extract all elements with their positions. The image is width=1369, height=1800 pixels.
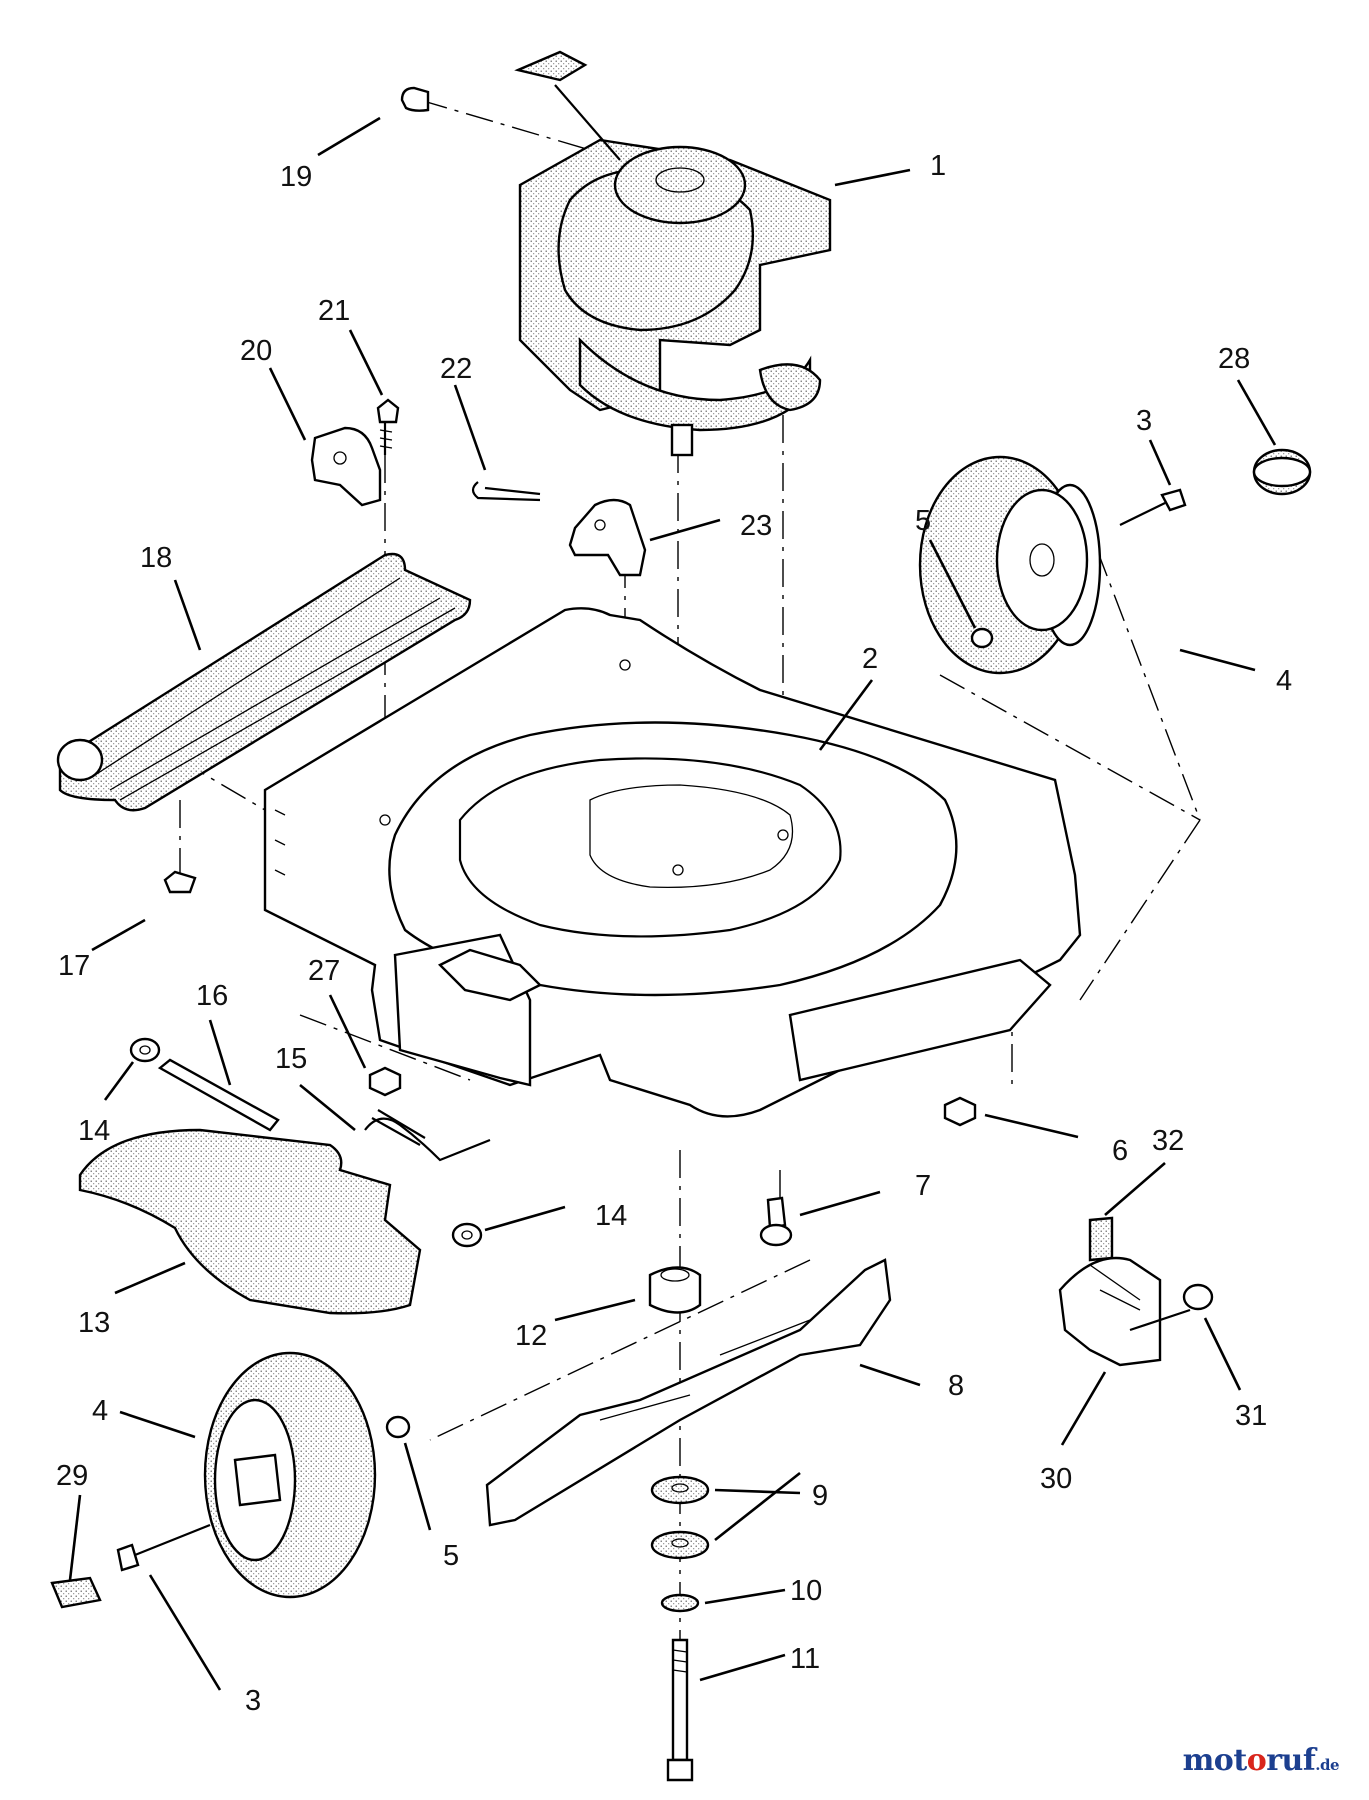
- washer-5-lower: [385, 1415, 411, 1439]
- callout-30: 30: [1040, 1463, 1072, 1495]
- callout-4-lower: 4: [92, 1395, 108, 1427]
- callout-5-lower: 5: [443, 1540, 459, 1572]
- watermark-part-3: ruf: [1266, 1743, 1316, 1778]
- blade-adapter: [648, 1266, 702, 1314]
- spacer-right: [451, 1222, 483, 1248]
- callout-7: 7: [915, 1170, 931, 1202]
- callout-13: 13: [78, 1307, 110, 1339]
- callout-14-left: 14: [78, 1115, 110, 1147]
- nut-27: [368, 1066, 402, 1097]
- callout-18: 18: [140, 542, 172, 574]
- callout-8: 8: [948, 1370, 964, 1402]
- watermark-part-1: mot: [1182, 1743, 1248, 1778]
- nut-6: [943, 1096, 977, 1127]
- callout-12: 12: [515, 1320, 547, 1352]
- callout-1: 1: [930, 150, 946, 182]
- blade-bolt: [666, 1638, 694, 1782]
- torsion-spring: [364, 1109, 491, 1162]
- rear-flap: [56, 552, 472, 812]
- callout-31: 31: [1235, 1400, 1267, 1432]
- hairpin-clip: [471, 481, 541, 502]
- hinge-rod: [157, 1058, 280, 1132]
- callout-22: 22: [440, 353, 472, 385]
- callout-16: 16: [196, 980, 228, 1012]
- callout-4-upper: 4: [1276, 665, 1292, 697]
- callout-21: 21: [318, 295, 350, 327]
- axle-bolt-upper: [1119, 488, 1187, 526]
- axle-bolt-lower: [116, 1523, 211, 1572]
- washer-10: [660, 1593, 700, 1613]
- callout-28: 28: [1218, 343, 1250, 375]
- callout-labels: 1 19 21 20 22 23 28 3 5 18 2 4 17 27 16 …: [56, 150, 1292, 1717]
- mower-deck: [263, 607, 1082, 1118]
- flap-clip: [163, 870, 197, 894]
- bolt-7: [759, 1196, 793, 1247]
- watermark-part-4: .de: [1315, 1756, 1339, 1774]
- bracket-center: [568, 498, 647, 577]
- callout-15: 15: [275, 1043, 307, 1075]
- callout-19: 19: [280, 161, 312, 193]
- adjuster-bolt: [1129, 1283, 1214, 1332]
- motoruf-watermark: motoruf.de: [1182, 1743, 1340, 1778]
- spacer-left: [129, 1037, 161, 1063]
- wheel-upper: [918, 455, 1102, 675]
- washer-5-upper: [970, 627, 994, 649]
- callout-14-right: 14: [595, 1200, 627, 1232]
- hubcap-upper: [1252, 448, 1312, 496]
- callout-23: 23: [740, 510, 772, 542]
- leader-lines: [68, 116, 1277, 1691]
- callout-29: 29: [56, 1460, 88, 1492]
- callout-5-upper: 5: [915, 505, 931, 537]
- engine: [514, 50, 832, 457]
- callout-11: 11: [790, 1643, 820, 1675]
- washer-9-upper: [650, 1475, 710, 1505]
- adjuster-label: [1088, 1216, 1114, 1262]
- callout-17: 17: [58, 950, 90, 982]
- callout-32: 32: [1152, 1125, 1184, 1157]
- callout-27: 27: [308, 955, 340, 987]
- discharge-chute: [78, 1128, 422, 1315]
- callout-6: 6: [1112, 1135, 1128, 1167]
- height-adjuster: [1058, 1256, 1162, 1367]
- callout-3-upper: 3: [1136, 405, 1152, 437]
- mower-blade: [485, 1258, 892, 1527]
- callout-10: 10: [790, 1575, 822, 1607]
- callout-3-lower: 3: [245, 1685, 261, 1717]
- wheel-lower: [203, 1351, 377, 1599]
- callout-20: 20: [240, 335, 272, 367]
- callout-2: 2: [862, 643, 878, 675]
- bracket-left: [310, 426, 382, 507]
- cable-clip: [400, 86, 430, 112]
- watermark-part-2: o: [1246, 1743, 1267, 1778]
- hubcap-lower: [50, 1576, 102, 1609]
- bolt-small: [376, 398, 400, 455]
- washer-9-lower: [650, 1530, 710, 1560]
- callout-9: 9: [812, 1480, 828, 1512]
